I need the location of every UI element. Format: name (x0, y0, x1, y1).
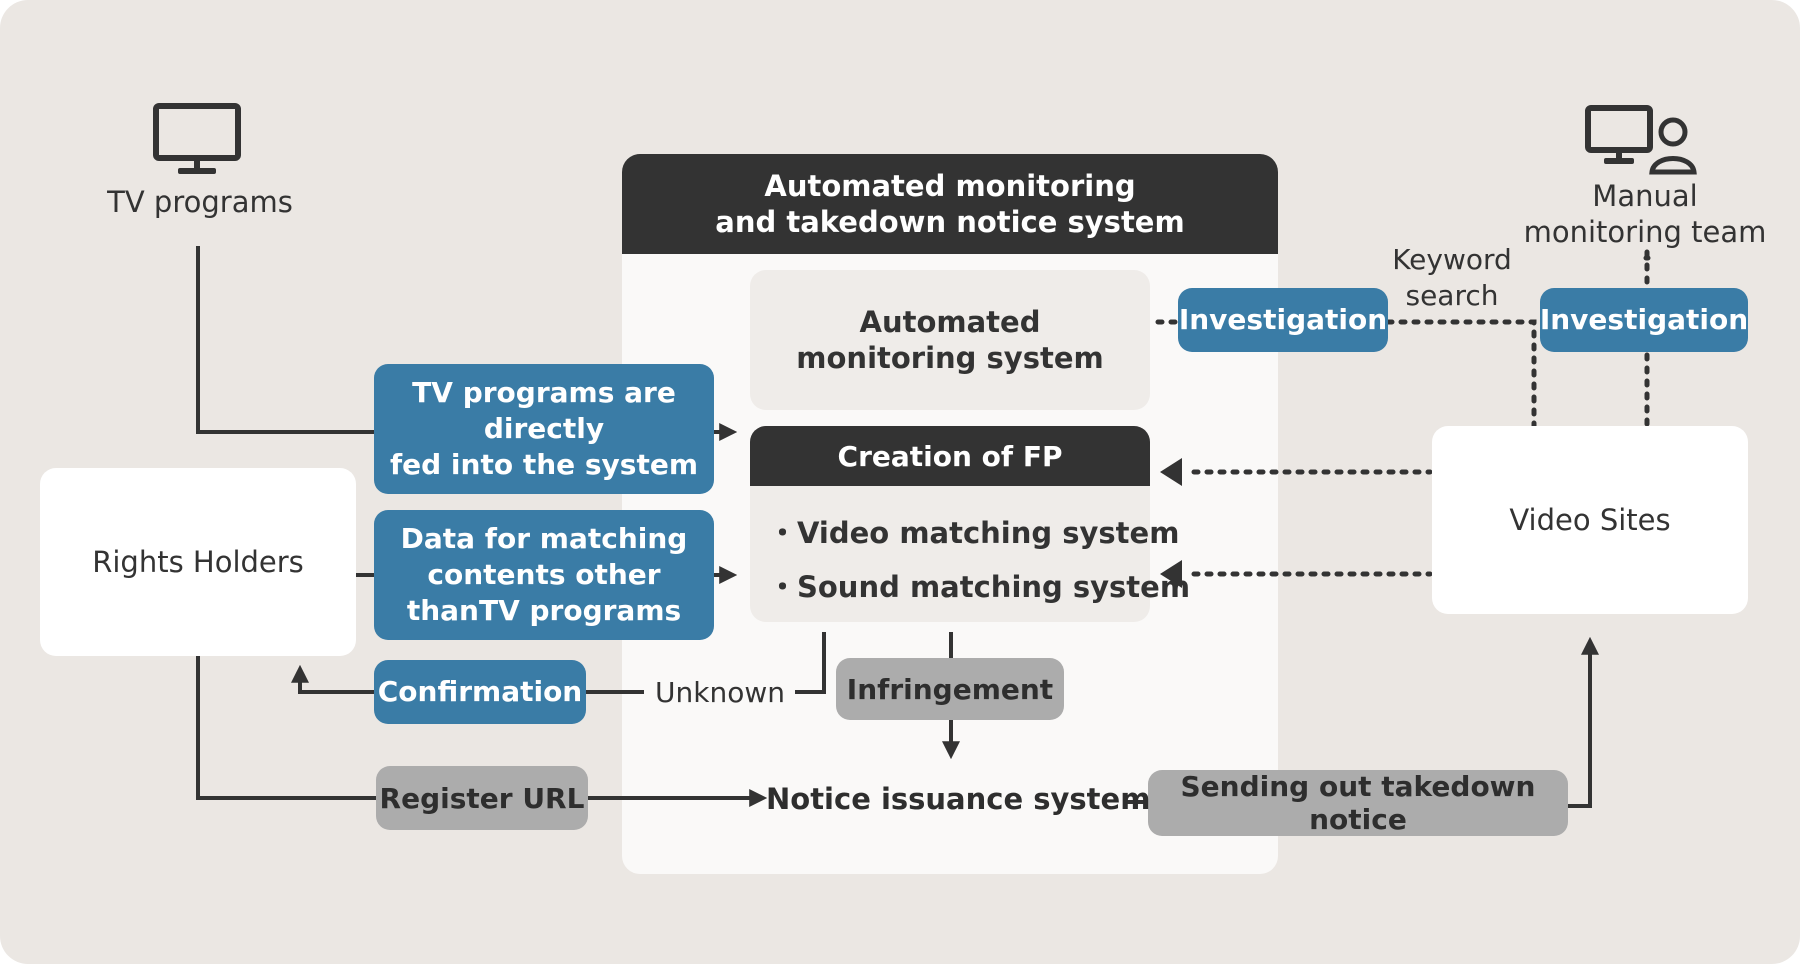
data-matching-line3: thanTV programs (406, 594, 682, 627)
data-matching-line1: Data for matching (400, 522, 688, 555)
creation-fp-header: Creation of FP (750, 426, 1150, 486)
investigation-right-badge: Investigation (1540, 288, 1748, 352)
notice-issuance-label: Notice issuance system (766, 782, 1151, 816)
investigation-left-badge: Investigation (1178, 288, 1388, 352)
rights-holders-box: Rights Holders (40, 468, 356, 656)
manual-team-line2: monitoring team (1523, 215, 1767, 249)
confirmation-badge: Confirmation (374, 660, 586, 724)
system-title-line1: Automated monitoring (764, 169, 1136, 203)
keyword-line1: Keyword (1392, 243, 1512, 276)
manual-team-label: Manual monitoring team (1520, 178, 1770, 250)
team-dotted-line (1643, 249, 1651, 288)
system-title-line2: and takedown notice system (715, 205, 1185, 239)
system-title: Automated monitoring and takedown notice… (622, 154, 1278, 254)
keyword-line2: search (1405, 279, 1499, 312)
sound-arrowhead (1160, 560, 1182, 588)
sending-notice-badge: Sending out takedown notice (1148, 770, 1568, 836)
infringement-badge: Infringement (836, 658, 1064, 720)
video-sites-label: Video Sites (1509, 503, 1671, 537)
keyword-search-label: Keyword search (1372, 242, 1532, 314)
data-matching-label: Data for matching contents other thanTV … (374, 510, 714, 640)
tv-fed-line2: fed into the system (389, 448, 699, 481)
tv-fed-line1: TV programs are directly (412, 376, 676, 445)
unknown-label: Unknown (655, 676, 785, 709)
automated-monitoring-line1: Automated (859, 305, 1041, 339)
data-matching-line2: contents other (427, 558, 661, 591)
register-line (196, 656, 376, 800)
sending-to-sites-line (1568, 636, 1599, 808)
tv-fed-label: TV programs are directly fed into the sy… (374, 364, 714, 494)
unknown-line (795, 632, 826, 694)
register-url-badge: Register URL (376, 766, 588, 830)
video-sites-box: Video Sites (1432, 426, 1748, 614)
to-rights-line (291, 664, 376, 694)
sound-matching-item: ・Sound matching system (768, 570, 1191, 604)
monitor-icon (152, 102, 242, 178)
automated-monitoring-line2: monitoring system (796, 341, 1104, 375)
tv-programs-label: TV programs (107, 185, 293, 219)
automated-monitoring-system: Automated monitoring system (750, 270, 1150, 410)
monitor-person-icon (1584, 104, 1700, 176)
video-matching-item: ・Video matching system (768, 516, 1180, 550)
fp-arrowhead (1160, 458, 1182, 486)
keyword-dotted-line (1385, 319, 1537, 475)
manual-team-line1: Manual (1592, 179, 1698, 213)
rights-holders-label: Rights Holders (92, 545, 304, 579)
